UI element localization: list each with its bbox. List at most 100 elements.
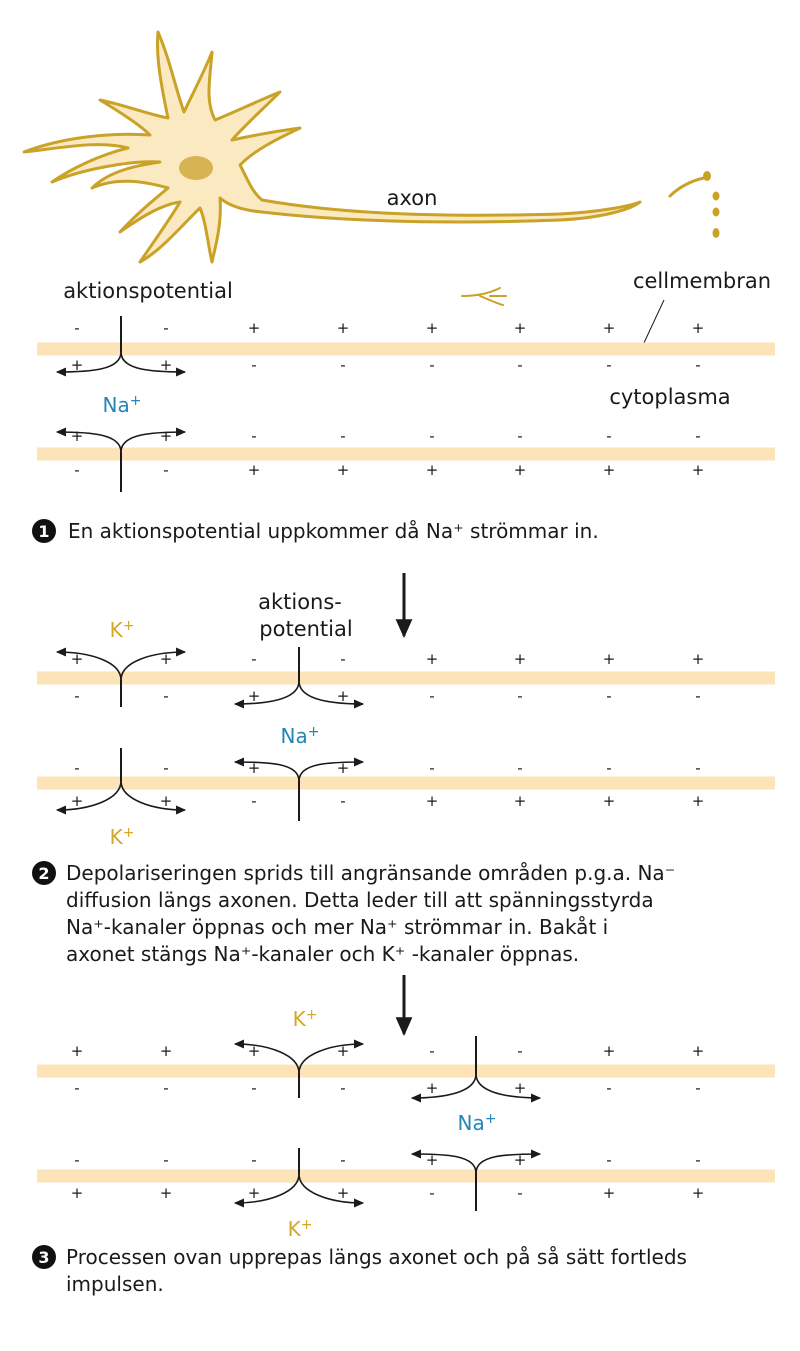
panel3-caption-line1: Processen ovan upprepas längs axonet och…: [66, 1245, 687, 1269]
p3-top-inner-sign-7: -: [606, 1079, 611, 1097]
p2-top-inner-sign-5: -: [429, 687, 434, 705]
axon-label: axon: [387, 186, 438, 210]
p2-bot-inner-sign-3: +: [248, 759, 261, 777]
p3-bot-inner-sign-1: -: [74, 1151, 79, 1169]
panel1-action-label: aktionspotential: [63, 279, 233, 303]
p3-na-channel-bottom-arrow-right: [475, 1149, 542, 1174]
p2-top-inner-sign-8: -: [695, 687, 700, 705]
p2-k-channel-bottom-arrow-right: [120, 780, 187, 815]
p3-bot-inner-sign-4: -: [340, 1151, 345, 1169]
p2-bot-inner-sign-7: -: [606, 759, 611, 777]
p1-top-outer-sign-3: +: [248, 319, 261, 337]
p3-top-inner-sign-5: +: [426, 1079, 439, 1097]
p3-na-ion-label: Na+: [458, 1111, 497, 1135]
p1-top-outer-sign-8: +: [692, 319, 705, 337]
p3-top-inner-sign-3: -: [251, 1079, 256, 1097]
p3-top-outer-sign-3: +: [248, 1042, 261, 1060]
p3-top-outer-sign-8: +: [692, 1042, 705, 1060]
p2-top-inner-sign-4: +: [337, 687, 350, 705]
p2-bot-outer-sign-7: +: [603, 792, 616, 810]
p2-na-ion-label: Na+: [281, 724, 320, 748]
panel2-membrane-top: [37, 671, 775, 685]
p1-na-channel-bottom-arrow-right: [120, 427, 187, 453]
p3-top-outer-sign-7: +: [603, 1042, 616, 1060]
panel2-caption-line1: Depolariseringen sprids till angränsande…: [66, 861, 675, 885]
p2-top-inner-sign-3: +: [248, 687, 261, 705]
p2-na-channel-top-arrow-left: [233, 680, 300, 709]
p1-bot-outer-sign-8: +: [692, 461, 705, 479]
p3-bot-inner-sign-7: -: [606, 1151, 611, 1169]
p1-bot-outer-sign-7: +: [603, 461, 616, 479]
p2-top-inner-sign-7: -: [606, 687, 611, 705]
p2-top-inner-sign-1: -: [74, 687, 79, 705]
p2-bot-outer-sign-3: -: [251, 792, 256, 810]
p2-na-channel-top-arrow-right: [298, 680, 365, 709]
zoom-indicator: [461, 287, 507, 306]
terminal-dot-4: [712, 228, 720, 238]
p3-top-inner-sign-2: -: [163, 1079, 168, 1097]
p3-top-inner-sign-4: -: [340, 1079, 345, 1097]
p2-bot-outer-sign-1: +: [71, 792, 84, 810]
p2-bot-inner-sign-1: -: [74, 759, 79, 777]
panel3-step-number: 3: [38, 1248, 49, 1267]
p1-bot-outer-sign-5: +: [426, 461, 439, 479]
panel2-membrane-bottom: [37, 776, 775, 790]
panel2-action-label-line1: aktions-: [258, 590, 342, 614]
p3-bot-outer-sign-3: +: [248, 1184, 261, 1202]
membrane-layers: - - + + + + + + + + - - - - - - + + - - - - - - - - + + + + + + Na+ + + - - +…: [37, 316, 775, 1241]
nucleus: [179, 156, 213, 180]
p2-k-ion-label-bottom: K+: [110, 825, 135, 849]
p2-bot-inner-sign-8: -: [695, 759, 700, 777]
p2-top-outer-sign-2: +: [160, 650, 173, 668]
panel2-caption-line4: axonet stängs Na⁺-kanaler och K⁺ -kanale…: [66, 942, 579, 966]
p1-top-outer-sign-7: +: [603, 319, 616, 337]
p3-bot-outer-sign-4: +: [337, 1184, 350, 1202]
p3-top-outer-sign-1: +: [71, 1042, 84, 1060]
p1-bot-inner-sign-3: -: [251, 427, 256, 445]
p2-bot-outer-sign-4: -: [340, 792, 345, 810]
panel1-caption: En aktionspotential uppkommer då Na⁺ str…: [68, 519, 599, 543]
p2-bot-outer-sign-6: +: [514, 792, 527, 810]
p2-top-inner-sign-6: -: [517, 687, 522, 705]
p3-bot-outer-sign-7: +: [603, 1184, 616, 1202]
p2-bot-outer-sign-8: +: [692, 792, 705, 810]
p3-top-inner-sign-8: -: [695, 1079, 700, 1097]
p1-bot-outer-sign-3: +: [248, 461, 261, 479]
p1-bot-inner-sign-6: -: [517, 427, 522, 445]
p2-bot-outer-sign-2: +: [160, 792, 173, 810]
p3-bot-inner-sign-2: -: [163, 1151, 168, 1169]
cellmembran-pointer: [642, 299, 665, 346]
p1-top-inner-sign-4: -: [340, 356, 345, 374]
p1-bot-inner-sign-8: -: [695, 427, 700, 445]
p1-bot-outer-sign-2: -: [163, 461, 168, 479]
p3-top-outer-sign-5: -: [429, 1042, 434, 1060]
p1-top-outer-sign-6: +: [514, 319, 527, 337]
p1-top-inner-sign-7: -: [606, 356, 611, 374]
p2-na-channel-bottom-arrow-left: [233, 757, 300, 782]
p2-k-channel-bottom-arrow-left: [55, 780, 122, 815]
p1-na-channel-top-arrow-left: [55, 351, 122, 377]
p2-k-channel-top-arrow-left: [55, 647, 122, 681]
terminal-dot-1: [703, 171, 711, 181]
p1-na-ion-label: Na+: [103, 393, 142, 417]
p1-top-outer-sign-2: -: [163, 319, 168, 337]
p2-bot-inner-sign-5: -: [429, 759, 434, 777]
p1-bot-inner-sign-5: -: [429, 427, 434, 445]
p1-top-inner-sign-1: +: [71, 356, 84, 374]
p1-top-outer-sign-5: +: [426, 319, 439, 337]
p2-top-outer-sign-5: +: [426, 650, 439, 668]
p3-top-outer-sign-2: +: [160, 1042, 173, 1060]
p2-top-outer-sign-6: +: [514, 650, 527, 668]
p1-bot-inner-sign-7: -: [606, 427, 611, 445]
p1-bot-outer-sign-1: -: [74, 461, 79, 479]
panel1-membrane-bottom: [37, 447, 775, 461]
p3-bot-inner-sign-3: -: [251, 1151, 256, 1169]
cytoplasma-label: cytoplasma: [609, 385, 730, 409]
p2-bot-outer-sign-5: +: [426, 792, 439, 810]
panel2-action-label-line2: potential: [259, 617, 352, 641]
p3-bot-outer-sign-5: -: [429, 1184, 434, 1202]
p2-bot-inner-sign-6: -: [517, 759, 522, 777]
panel2-step-badge: 2: [32, 861, 56, 885]
p2-top-outer-sign-3: -: [251, 650, 256, 668]
